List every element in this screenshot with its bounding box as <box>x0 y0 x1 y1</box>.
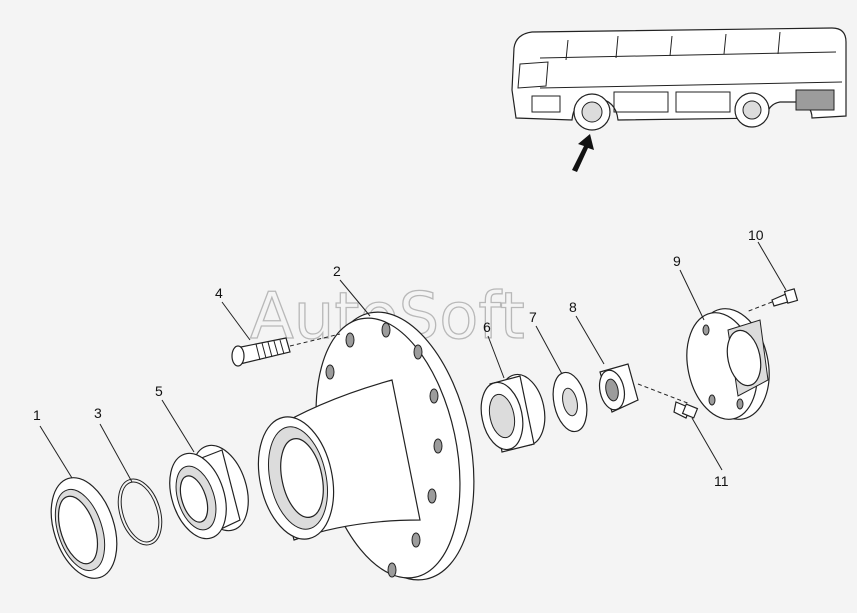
part-11-screw <box>673 401 699 419</box>
location-arrow-icon <box>572 134 594 172</box>
callout-7: 7 <box>529 309 537 325</box>
callout-2: 2 <box>333 263 341 279</box>
part-9-hub-cap <box>686 308 770 420</box>
callout-5: 5 <box>155 383 163 399</box>
part-8-lock-nut <box>598 363 691 413</box>
callout-1: 1 <box>33 407 41 423</box>
part-7-washer <box>552 371 588 433</box>
part-10-bolt <box>745 288 799 313</box>
callout-9: 9 <box>673 253 681 269</box>
callout-8: 8 <box>569 299 577 315</box>
callout-11: 11 <box>714 473 729 489</box>
part-6-bearing <box>480 373 546 453</box>
part-4-wheel-stud <box>231 333 341 367</box>
bus-locator-illustration <box>511 27 847 172</box>
leader-lines <box>39 241 787 483</box>
callout-10: 10 <box>748 227 764 243</box>
part-1-seal-ring <box>50 477 118 579</box>
part-5-roller-bearing <box>169 444 249 540</box>
callout-6: 6 <box>483 319 491 335</box>
callout-4: 4 <box>215 285 223 301</box>
callout-3: 3 <box>94 405 102 421</box>
part-3-o-ring <box>117 478 163 546</box>
part-2-wheel-hub <box>257 311 475 581</box>
